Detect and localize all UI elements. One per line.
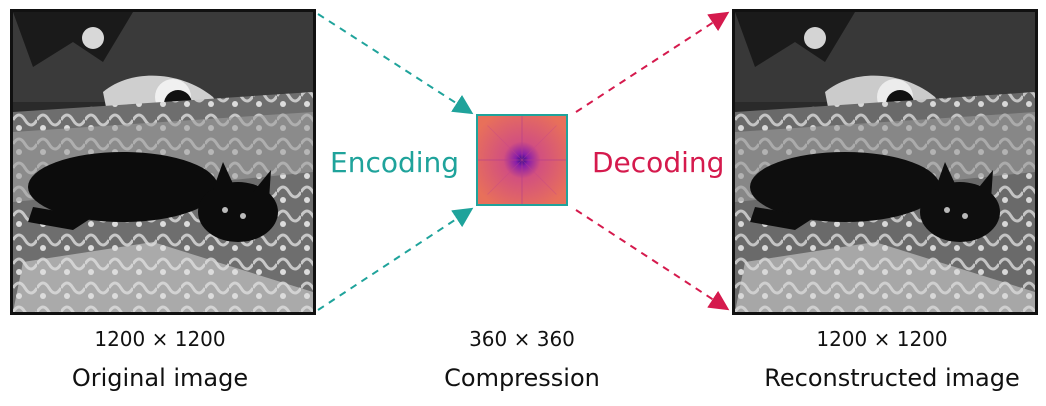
- decoding-label: Decoding: [592, 146, 725, 179]
- original-size: 1200 × 1200: [94, 327, 226, 351]
- compression-caption: Compression: [444, 364, 600, 392]
- decoding-arrow-bottom: [575, 209, 730, 311]
- reconstructed-size: 1200 × 1200: [816, 327, 948, 351]
- cat-photo-original: [13, 12, 313, 312]
- decoding-arrow-top: [575, 11, 730, 113]
- frequency-spectrum: [478, 116, 566, 204]
- encoding-arrow-bottom: [317, 207, 474, 311]
- encoding-label: Encoding: [330, 146, 460, 179]
- original-caption: Original image: [71, 364, 249, 392]
- compressed-size: 360 × 360: [469, 327, 575, 351]
- reconstructed-image: [732, 9, 1038, 315]
- original-image: [10, 9, 316, 315]
- reconstructed-caption: Reconstructed image: [764, 364, 1020, 392]
- encoding-arrow-top: [317, 13, 474, 115]
- compressed-image: [476, 114, 568, 206]
- cat-photo-reconstructed: [735, 12, 1035, 312]
